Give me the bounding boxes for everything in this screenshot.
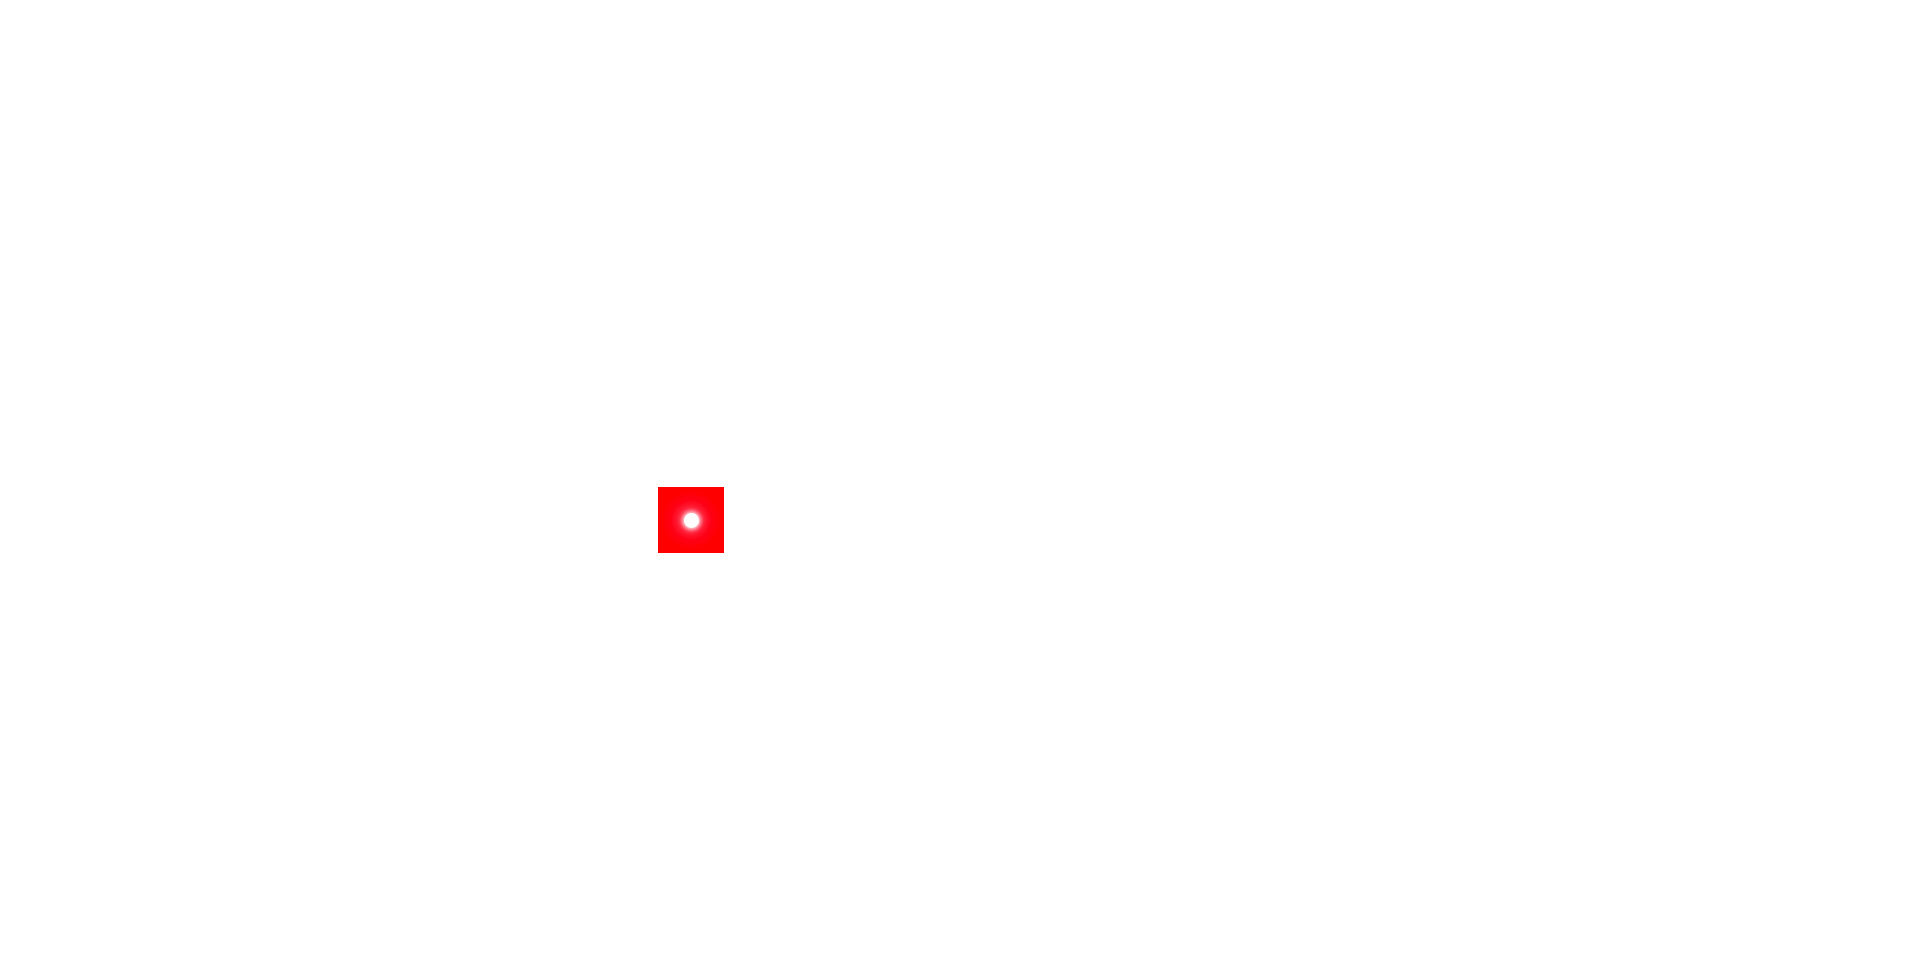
marker-center-dot (683, 512, 699, 528)
red-target-marker[interactable] (658, 487, 724, 553)
